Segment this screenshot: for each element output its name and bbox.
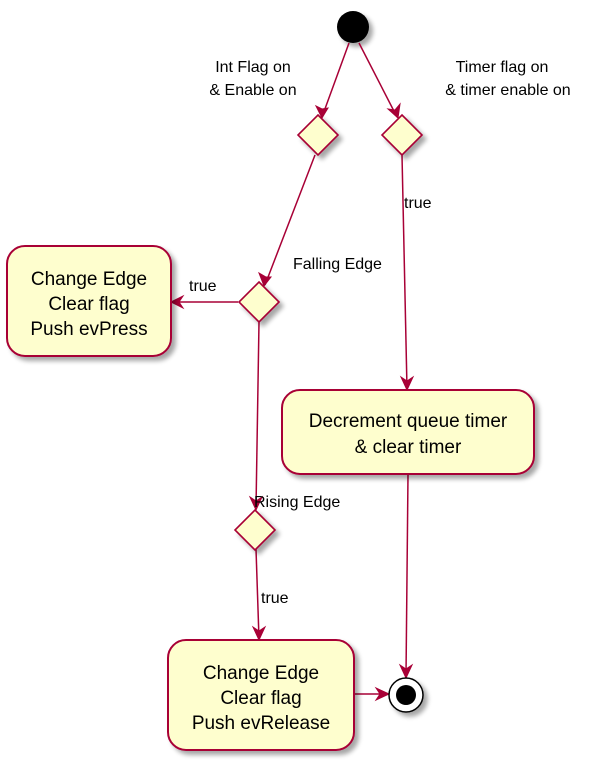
release-line-3: Push evRelease (192, 713, 330, 734)
decrement-line-1: Decrement queue timer (309, 411, 508, 432)
edge-int-flag-to-falling (264, 154, 316, 286)
decision-falling-edge (237, 280, 281, 324)
arrowhead-int-flag (314, 104, 329, 120)
edge-start-to-timer-flag (358, 42, 398, 118)
arrowhead-end-from-release (374, 686, 391, 702)
label-rising-edge: Rising Edge (254, 494, 340, 511)
decrement-line-2: & clear timer (355, 437, 462, 458)
label-true-rising: true (261, 590, 289, 607)
edges (169, 42, 415, 702)
decision-timer-flag (380, 113, 424, 157)
label-true-timer: true (404, 195, 432, 212)
release-line-2: Clear flag (220, 688, 301, 709)
arrowhead-falling (258, 271, 273, 288)
edge-falling-to-rising (255, 321, 260, 509)
decision-int-flag (296, 113, 340, 157)
arrowhead-press (169, 294, 185, 310)
edge-timer-to-decrement (401, 154, 408, 390)
edge-rising-to-release (255, 548, 260, 640)
press-line-2: Clear flag (48, 294, 129, 315)
label-timer-flag-line-2: & timer enable on (445, 82, 570, 99)
label-timer-flag-line-1: Timer flag on (456, 59, 549, 76)
action-change-edge-press (6, 245, 172, 357)
edge-decrement-to-end (405, 474, 409, 677)
press-line-3: Push evPress (30, 319, 147, 340)
start-node (337, 11, 369, 43)
label-int-flag-line-1: Int Flag on (215, 59, 291, 76)
arrowhead-end-from-decrement (398, 663, 414, 680)
press-line-1: Change Edge (31, 269, 147, 290)
edge-start-to-int-flag (321, 42, 350, 118)
label-int-flag-line-2: & Enable on (209, 82, 296, 99)
label-falling-edge: Falling Edge (293, 256, 382, 273)
arrowhead-release (251, 625, 267, 642)
release-line-1: Change Edge (203, 663, 319, 684)
arrowhead-timer-flag (386, 102, 401, 119)
end-node (388, 677, 424, 713)
arrowhead-rising (248, 495, 264, 512)
decision-rising-edge (233, 508, 277, 552)
action-decrement-timer (281, 389, 535, 475)
label-true-falling: true (189, 278, 217, 295)
action-change-edge-release (167, 639, 355, 751)
arrowhead-decrement (399, 375, 415, 392)
